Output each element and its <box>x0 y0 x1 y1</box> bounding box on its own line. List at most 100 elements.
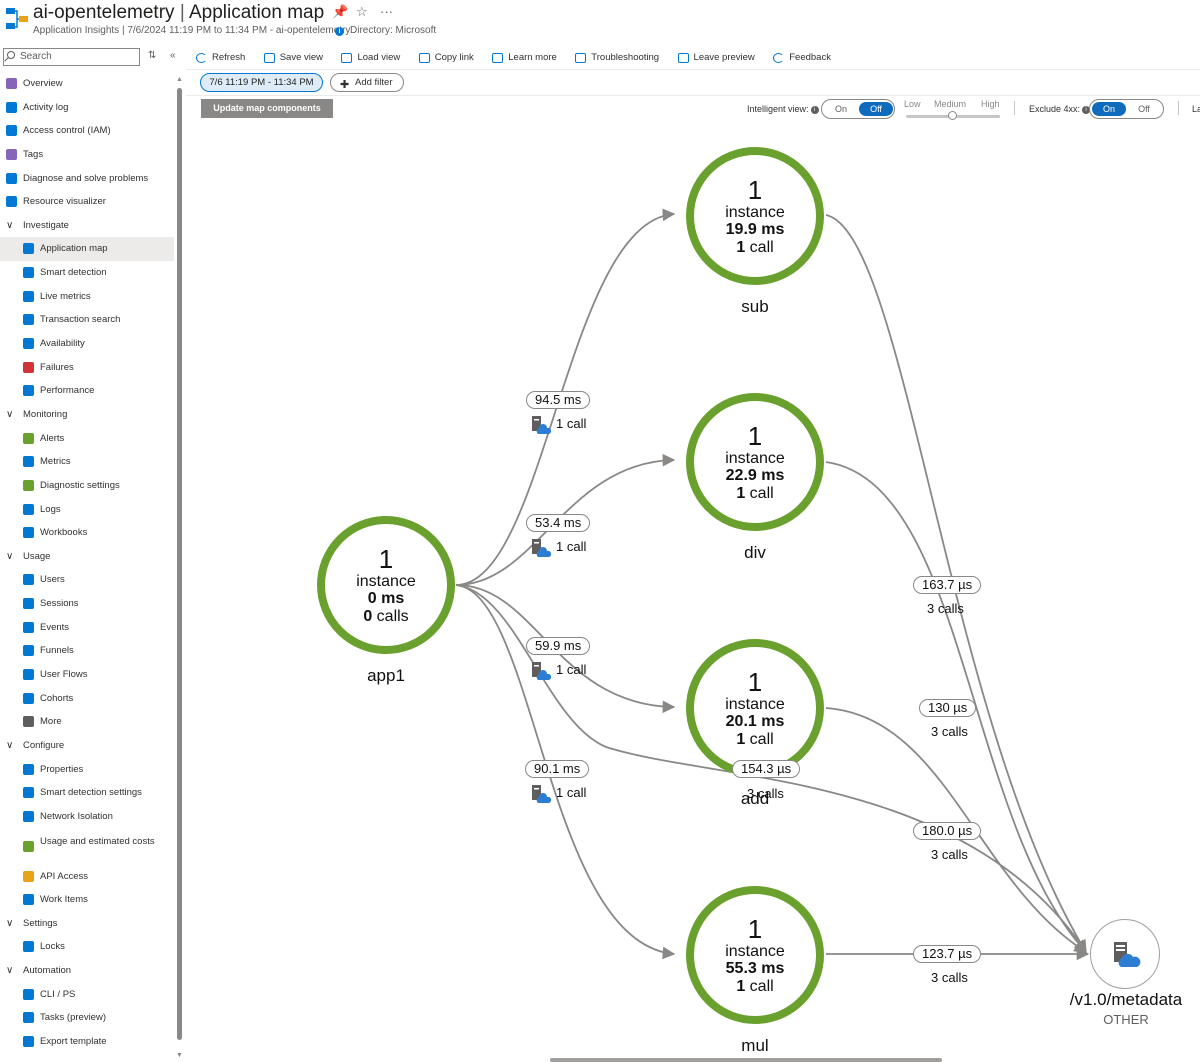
load-view-button[interactable]: Load view <box>341 49 400 67</box>
update-map-components-button[interactable]: Update map components <box>201 99 333 118</box>
sidebar-item-diagnose-and-solve-problems[interactable]: Diagnose and solve problems <box>0 167 174 191</box>
sidebar-item-availability[interactable]: Availability <box>0 332 174 356</box>
sidebar-item-resource-visualizer[interactable]: Resource visualizer <box>0 190 174 214</box>
sidebar-group-investigate[interactable]: ∨Investigate <box>0 214 174 238</box>
sidebar-item-locks[interactable]: Locks <box>0 935 174 959</box>
time-range-filter[interactable]: 7/6 11:19 PM - 11:34 PM <box>200 73 323 92</box>
scroll-up-icon[interactable]: ▲ <box>176 76 183 83</box>
application-map-canvas[interactable]: 1 instance 0 ms 0 calls app1 1 instance … <box>186 122 1200 1062</box>
sidebar-item-access-control-iam[interactable]: Access control (IAM) <box>0 119 174 143</box>
sidebar-scroll-thumb[interactable] <box>177 88 182 1040</box>
sidebar-item-live-metrics[interactable]: Live metrics <box>0 285 174 309</box>
sidebar-item-funnels[interactable]: Funnels <box>0 639 174 663</box>
sidebar-item-performance[interactable]: Performance <box>0 379 174 403</box>
sidebar-group-monitoring[interactable]: ∨Monitoring <box>0 403 174 427</box>
sidebar-item-cohorts[interactable]: Cohorts <box>0 687 174 711</box>
sidebar-item-diagnostic-settings[interactable]: Diagnostic settings <box>0 474 174 498</box>
scroll-down-icon[interactable]: ▼ <box>176 1052 183 1059</box>
access-control-icon <box>6 125 17 137</box>
sidebar-item-smart-detection-settings[interactable]: Smart detection settings <box>0 781 174 805</box>
edge-label-app1-mul[interactable]: 90.1 ms <box>525 760 590 778</box>
add-filter-button[interactable]: ✚Add filter <box>330 73 404 92</box>
sidebar-item-label: Tags <box>23 148 44 160</box>
troubleshooting-button[interactable]: Troubleshooting <box>575 49 659 67</box>
node-app1[interactable]: 1 instance 0 ms 0 calls <box>317 516 455 654</box>
sidebar-item-sessions[interactable]: Sessions <box>0 592 174 616</box>
edge-label-mul-ext[interactable]: 123.7 µs <box>913 945 982 963</box>
sidebar-item-network-isolation[interactable]: Network Isolation <box>0 805 174 829</box>
sidebar-item-label: Properties <box>40 763 84 775</box>
node-external-metadata[interactable] <box>1090 919 1160 989</box>
exclude-4xx-toggle[interactable]: On Off <box>1089 99 1164 119</box>
refresh-button[interactable]: Refresh <box>196 49 245 67</box>
sidebar-item-export-template[interactable]: Export template <box>0 1030 174 1054</box>
sidebar-item-application-map[interactable]: Application map <box>0 237 174 262</box>
edge-calls-app1-add: 1 call <box>556 662 587 677</box>
sidebar-group-usage[interactable]: ∨Usage <box>0 545 174 569</box>
collapse-sort-icon[interactable]: ⇅ <box>148 50 157 61</box>
sidebar-item-properties[interactable]: Properties <box>0 758 174 782</box>
sidebar-item-alerts[interactable]: Alerts <box>0 427 174 451</box>
edge-label-app1-ext[interactable]: 154.3 µs <box>732 760 801 778</box>
exclude-4xx-off-option[interactable]: Off <box>1138 104 1150 114</box>
sidebar-search-input[interactable]: Search <box>3 48 140 66</box>
sidebar-group-settings[interactable]: ∨Settings <box>0 912 174 936</box>
sensitivity-slider-thumb[interactable] <box>948 111 957 120</box>
collapse-sidebar-icon[interactable]: « <box>170 50 176 61</box>
intelligent-view-info-icon[interactable]: i <box>810 105 819 114</box>
edge-label-div-ext[interactable]: 130 µs <box>919 699 977 717</box>
node-add[interactable]: 1 instance 20.1 ms 1 call <box>686 639 824 777</box>
intelligent-view-off-option[interactable]: Off <box>859 102 893 116</box>
sidebar-item-tasks-preview[interactable]: Tasks (preview) <box>0 1006 174 1030</box>
sidebar-item-activity-log[interactable]: Activity log <box>0 96 174 120</box>
sidebar-item-events[interactable]: Events <box>0 616 174 640</box>
sidebar-item-user-flows[interactable]: User Flows <box>0 663 174 687</box>
save-view-button[interactable]: Save view <box>263 49 324 67</box>
map-horizontal-scrollbar[interactable] <box>550 1058 942 1062</box>
node-div[interactable]: 1 instance 22.9 ms 1 call <box>686 393 824 531</box>
sidebar-group-automation[interactable]: ∨Automation <box>0 959 174 983</box>
sidebar-item-workbooks[interactable]: Workbooks <box>0 521 174 545</box>
sidebar-item-smart-detection[interactable]: Smart detection <box>0 261 174 285</box>
intelligent-view-toggle[interactable]: On Off <box>821 99 895 119</box>
sidebar-item-usage-and-estimated-costs[interactable]: Usage and estimated costs <box>0 829 174 865</box>
exclude-4xx-on-option[interactable]: On <box>1092 102 1126 116</box>
edge-label-app1-sub[interactable]: 94.5 ms <box>526 391 591 409</box>
sidebar-item-users[interactable]: Users <box>0 568 174 592</box>
edge-label-app1-div[interactable]: 53.4 ms <box>526 514 591 532</box>
more-options-icon[interactable]: ··· <box>380 4 393 19</box>
exclude-4xx-info-icon[interactable]: i <box>1082 105 1091 114</box>
sidebar-item-label: Cohorts <box>40 692 74 704</box>
edge-label-sub-ext[interactable]: 163.7 µs <box>913 576 982 594</box>
page-name: Application map <box>188 2 325 23</box>
sidebar-item-metrics[interactable]: Metrics <box>0 450 174 474</box>
sidebar-item-api-access[interactable]: API Access <box>0 865 174 889</box>
sidebar-item-overview[interactable]: Overview <box>0 72 174 96</box>
favorite-star-icon[interactable]: ☆ <box>356 4 368 19</box>
smart-detection-icon <box>23 267 34 279</box>
sidebar-item-work-items[interactable]: Work Items <box>0 888 174 912</box>
sidebar-item-cli-ps[interactable]: CLI / PS <box>0 983 174 1007</box>
copy-link-button[interactable]: Copy link <box>418 49 474 67</box>
sidebar-group-configure[interactable]: ∨Configure <box>0 734 174 758</box>
edge-label-add-ext[interactable]: 180.0 µs <box>913 822 982 840</box>
node-name-add: add <box>740 789 770 808</box>
save-view-label: Save view <box>279 52 324 63</box>
edge-label-app1-add[interactable]: 59.9 ms <box>526 637 591 655</box>
node-type-external: OTHER <box>1103 1012 1149 1027</box>
sidebar-item-more[interactable]: More <box>0 710 174 734</box>
learn-more-button[interactable]: Learn more <box>492 49 557 67</box>
node-sub[interactable]: 1 instance 19.9 ms 1 call <box>686 147 824 285</box>
pin-icon[interactable]: 📌 <box>332 4 349 19</box>
sidebar-item-tags[interactable]: Tags <box>0 143 174 167</box>
users-icon <box>23 574 34 586</box>
node-mul[interactable]: 1 instance 55.3 ms 1 call <box>686 886 824 1024</box>
usage-costs-icon <box>23 840 34 852</box>
sidebar-item-failures[interactable]: Failures <box>0 356 174 380</box>
leave-preview-button[interactable]: Leave preview <box>677 49 755 67</box>
sidebar-item-transaction-search[interactable]: Transaction search <box>0 308 174 332</box>
feedback-button[interactable]: Feedback <box>773 49 831 67</box>
sidebar-scrollbar[interactable]: ▲ ▼ <box>176 76 183 1060</box>
intelligent-view-on-option[interactable]: On <box>834 104 847 114</box>
sidebar-item-logs[interactable]: Logs <box>0 498 174 522</box>
